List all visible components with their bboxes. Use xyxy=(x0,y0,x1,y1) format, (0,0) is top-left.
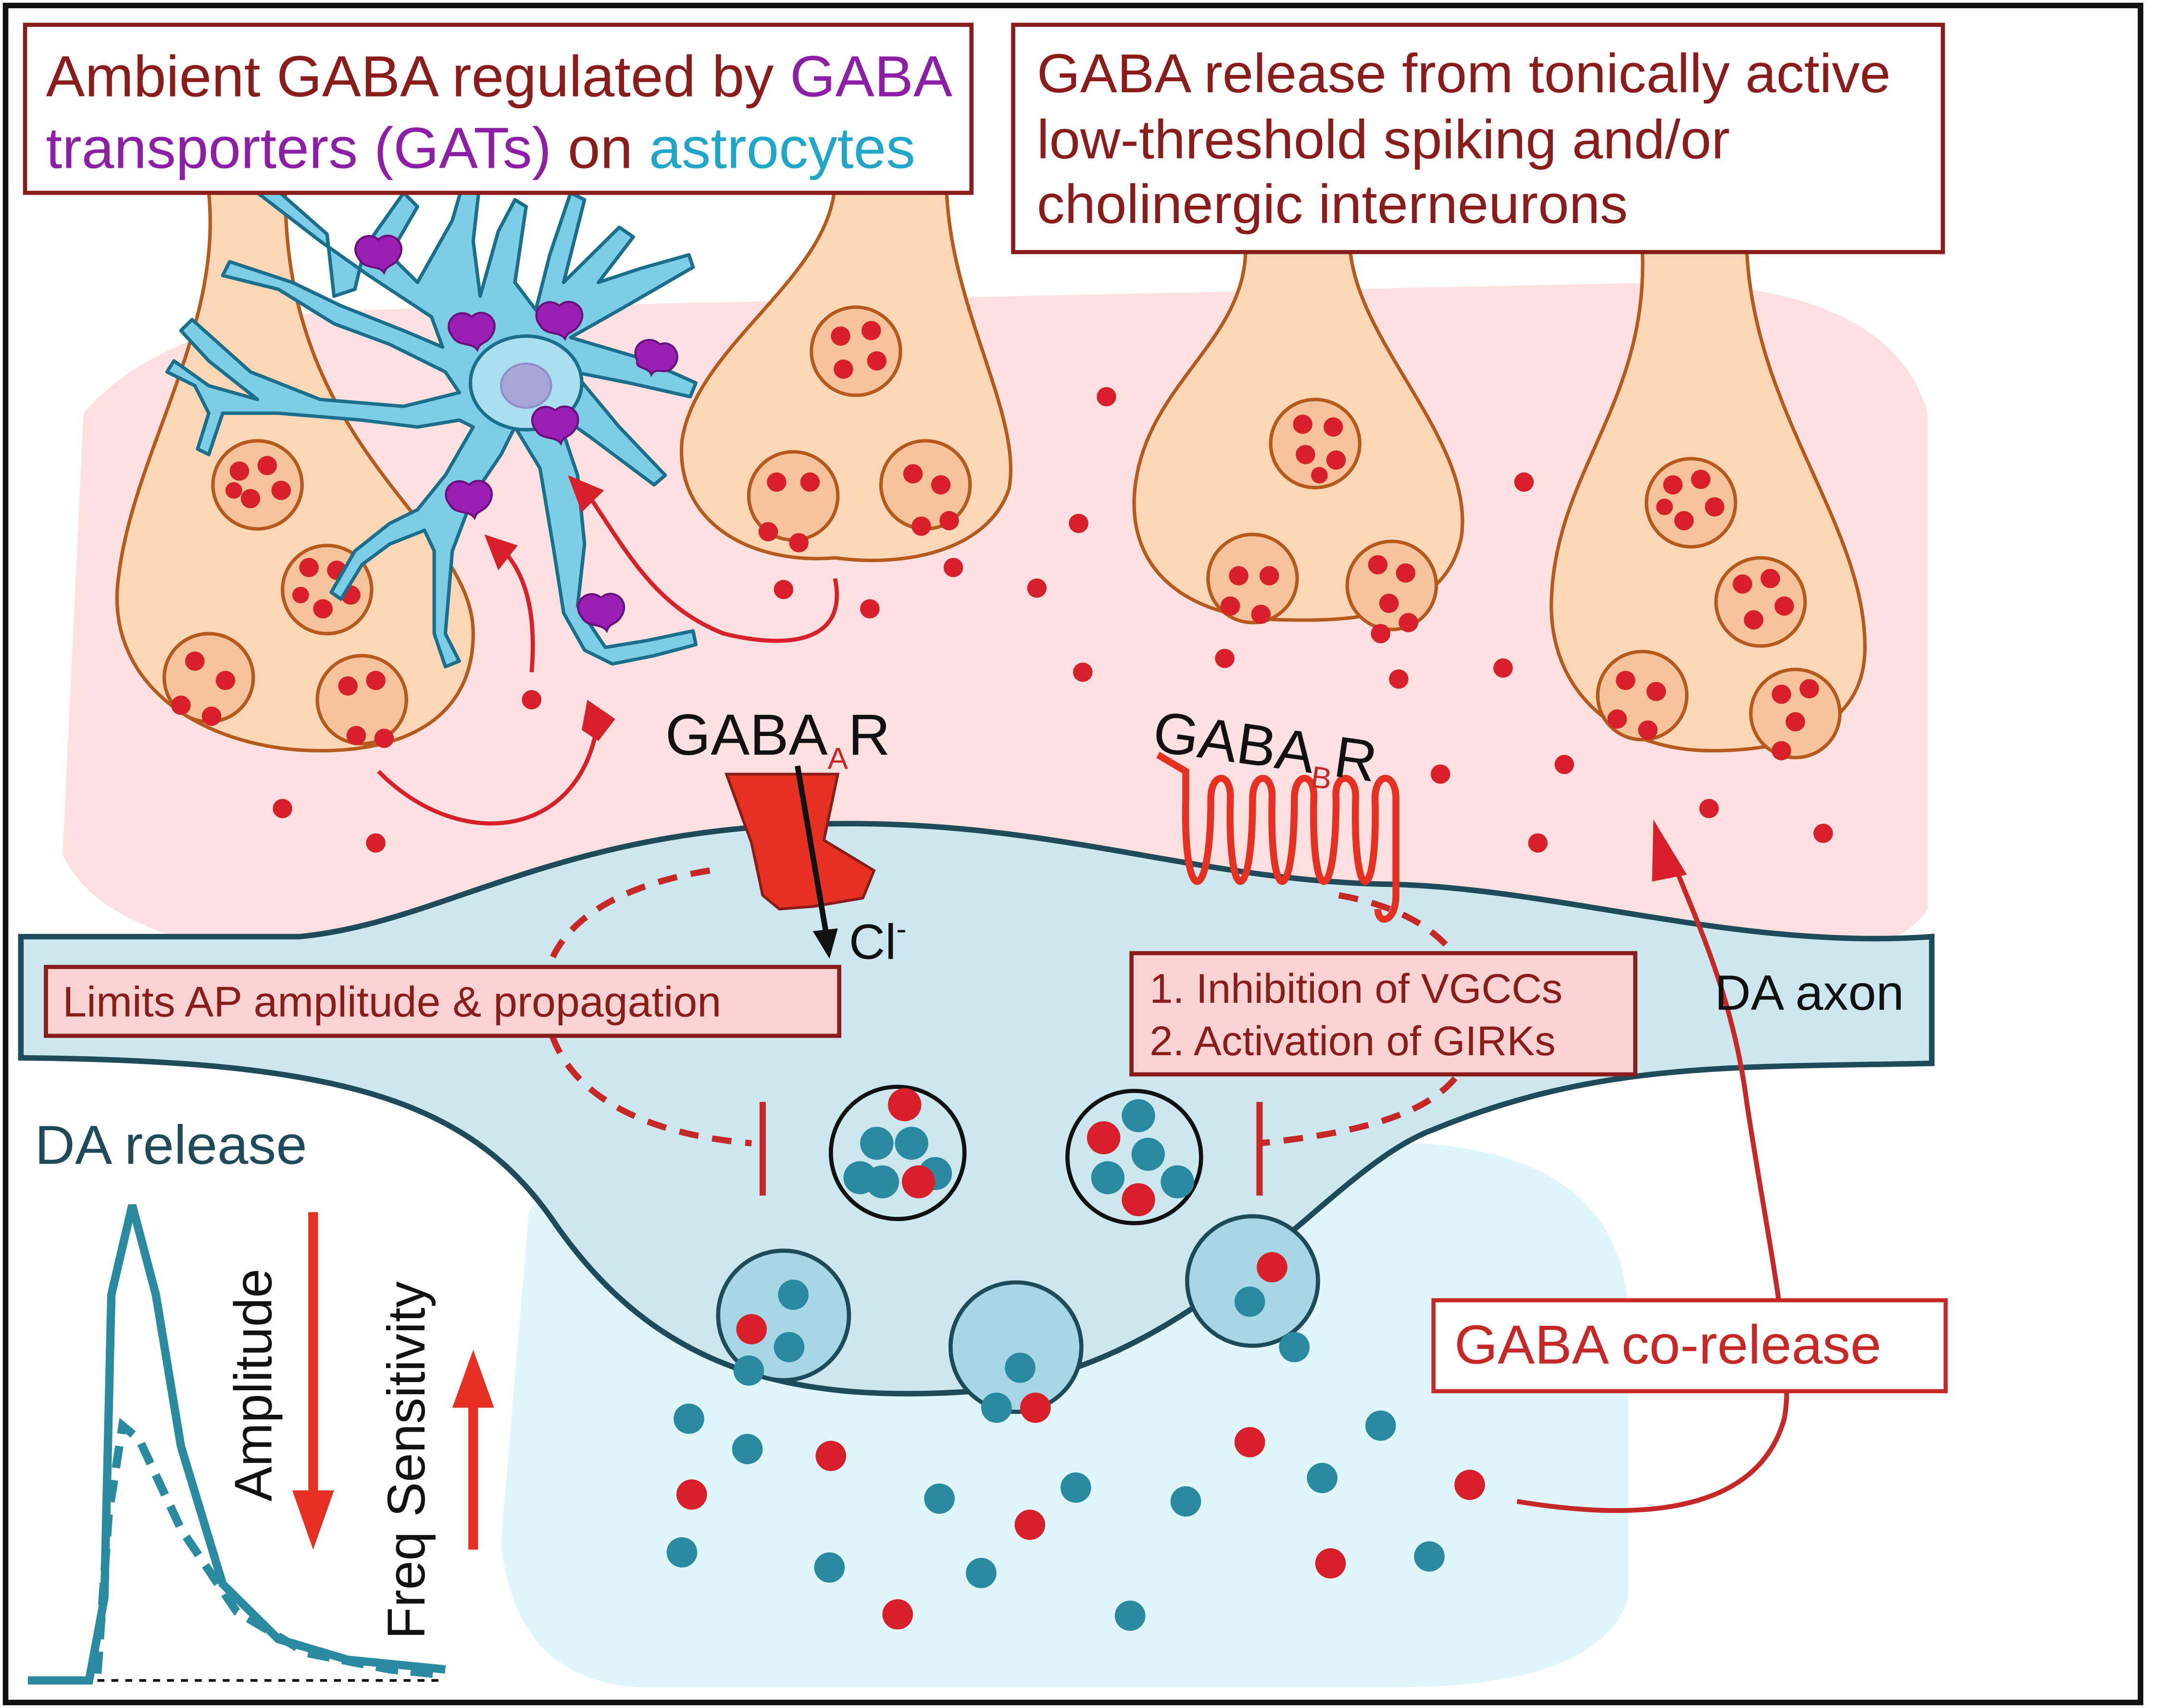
corelease-arrowhead xyxy=(1652,819,1687,882)
top-right-line3: cholinergic interneurons xyxy=(1037,174,1628,235)
chloride-label: Cl- xyxy=(849,912,907,969)
gabab-receptor xyxy=(1156,752,1399,923)
top-left-line2: transporters (GATs) on astrocytes xyxy=(46,115,915,180)
gaba-molecules xyxy=(171,321,1833,1630)
gabaa-label: GABAAR xyxy=(665,702,890,775)
right-effect-line1: 1. Inhibition of VGCCs xyxy=(1149,966,1562,1012)
dopamine-red-in-vesicles xyxy=(736,1088,1287,1423)
gat-transporters xyxy=(354,235,678,634)
corelease-box xyxy=(1431,1298,1948,1394)
da-release-title: DA release xyxy=(35,1115,307,1176)
top-right-box xyxy=(1011,23,1945,254)
amplitude-arrowhead xyxy=(292,1490,334,1550)
top-right-line1: GABA release from tonically active xyxy=(1037,43,1891,104)
astrocyte xyxy=(165,170,698,669)
left-effect-text: Limits AP amplitude & propagation xyxy=(62,978,721,1025)
chloride-flux xyxy=(795,765,830,937)
da-release-gaba-trace xyxy=(93,1418,446,1679)
top-right-line2: low-threshold spiking and/or xyxy=(1037,109,1730,170)
top-left-line1: Ambient GABA regulated by GABA xyxy=(46,44,953,109)
right-effect-box xyxy=(1129,951,1637,1077)
corelease-text: GABA co-release xyxy=(1454,1314,1881,1375)
gabaa-receptor xyxy=(724,773,876,911)
left-effect-box xyxy=(44,965,842,1038)
freq-label: Freq Sensitivity xyxy=(377,1281,436,1639)
da-axon-label: DA axon xyxy=(1715,965,1904,1020)
amplitude-label: Amplitude xyxy=(224,1269,283,1501)
chloride-arrowhead xyxy=(812,928,838,959)
dopamine-molecules xyxy=(666,1099,1445,1631)
freq-arrowhead xyxy=(452,1350,494,1408)
uptake-arrowheads xyxy=(484,475,615,741)
uptake-arrows xyxy=(377,487,839,826)
top-left-box xyxy=(23,23,974,195)
docked-vesicles xyxy=(716,1214,1320,1414)
right-effect-line2: 2. Activation of GIRKs xyxy=(1149,1018,1556,1064)
